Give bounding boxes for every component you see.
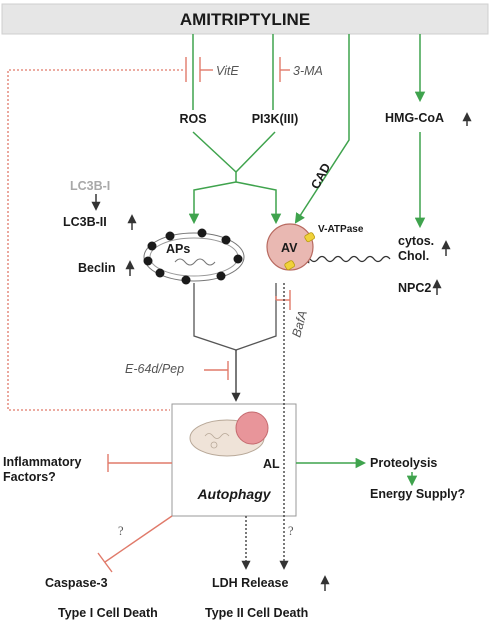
e64d-label: E-64d/Pep <box>125 362 184 376</box>
type2-death-label: Type II Cell Death <box>205 606 308 620</box>
caspase-node: Caspase-3 <box>45 576 108 590</box>
vatpase-label: V-ATPase <box>318 224 364 235</box>
energy-node: Energy Supply? <box>370 487 465 501</box>
title-bar <box>1 3 489 35</box>
al-label: AL <box>263 457 280 471</box>
bafa-label: BafA <box>289 309 310 339</box>
av-vacuole-shape <box>266 223 314 271</box>
vatpase-pump-top <box>304 232 315 243</box>
ldh-node: LDH Release <box>212 576 288 590</box>
proteolysis-node: Proteolysis <box>370 456 437 470</box>
caspase-block-bar <box>97 552 113 573</box>
arrow-to-aps <box>188 181 237 225</box>
cad-label: CAD <box>308 161 333 191</box>
vatpase-pump-bottom <box>284 260 295 271</box>
pi3k-node: PI3K(III) <box>252 112 299 126</box>
aps-label: APs <box>166 242 190 256</box>
ros-node: ROS <box>179 112 206 126</box>
beclin-node: Beclin <box>78 261 116 275</box>
chol-label: Chol. <box>398 249 429 263</box>
pi3k-converge <box>235 131 276 173</box>
arrow-to-av <box>235 181 282 225</box>
vite-label: VitE <box>216 64 239 78</box>
inflammatory-node-line1: Inflammatory <box>3 455 82 469</box>
ros-converge <box>192 131 237 173</box>
av-to-merge-line <box>235 283 277 351</box>
npc2-node: NPC2 <box>398 281 431 295</box>
hmgcoa-node: HMG-CoA <box>385 111 444 125</box>
drug-title: AMITRIPTYLINE <box>180 10 310 29</box>
aps-to-merge-line <box>193 283 237 351</box>
ldh-question-mark: ? <box>288 524 294 538</box>
cytos-label: cytos. <box>398 234 434 248</box>
autophagosome-shape <box>143 228 245 285</box>
av-label: AV <box>281 241 298 255</box>
ros-dotted-loop <box>7 69 183 411</box>
inflammatory-node-line2: Factors? <box>3 470 56 484</box>
caspase-question-mark: ? <box>118 524 124 538</box>
type1-death-label: Type I Cell Death <box>58 606 158 620</box>
autolysosome-shape <box>189 411 269 457</box>
3ma-label: 3-MA <box>293 64 323 78</box>
lc3bi-node: LC3B-I <box>70 179 110 193</box>
caspase-inhibition-line <box>104 515 173 563</box>
cad-arrow <box>294 34 350 224</box>
autophagy-label: Autophagy <box>196 486 271 502</box>
lc3bii-node: LC3B-II <box>63 215 107 229</box>
